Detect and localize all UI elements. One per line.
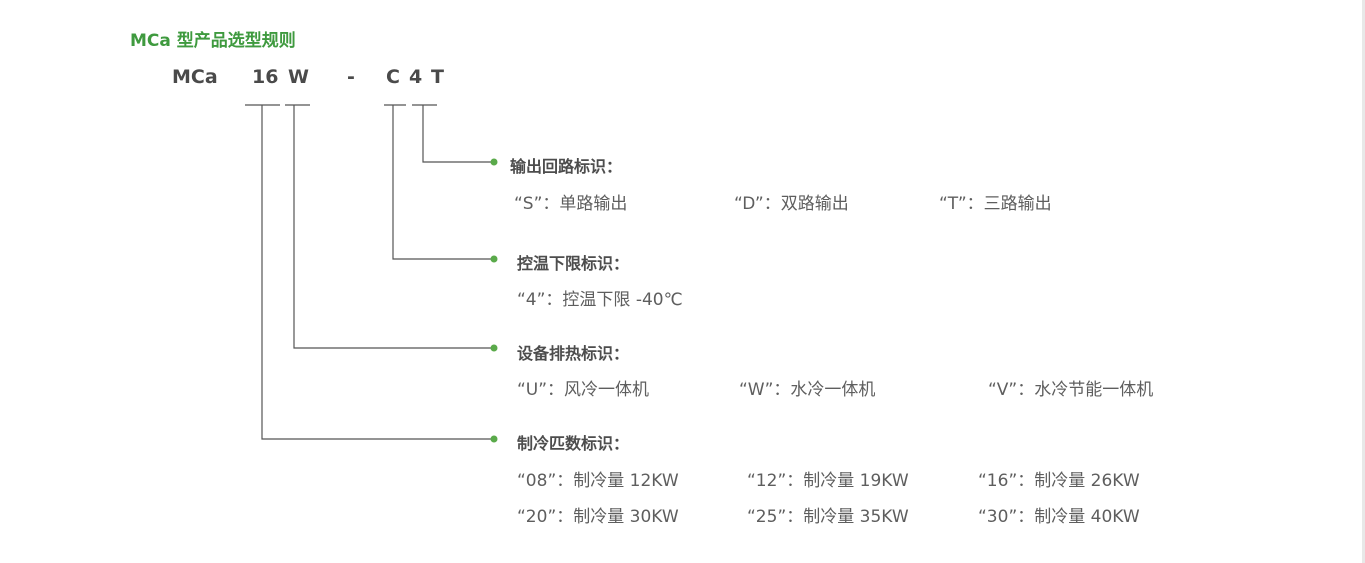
code-series: MCa xyxy=(172,66,218,88)
option-item: “T”：三路输出 xyxy=(939,194,1052,214)
page-title: MCa 型产品选型规则 xyxy=(130,31,296,51)
option-item: “20”：制冷量 30KW xyxy=(517,507,679,527)
option-item: “25”：制冷量 35KW xyxy=(747,507,909,527)
option-item: “V”：水冷节能一体机 xyxy=(988,380,1154,400)
dot-output xyxy=(490,158,498,166)
dot-capacity xyxy=(490,435,498,443)
connector-cooling xyxy=(293,105,493,349)
code-output: T xyxy=(431,66,444,88)
code-temp: 4 xyxy=(409,66,423,88)
code-dash: - xyxy=(347,66,355,88)
code-type: C xyxy=(386,66,400,88)
connector-capacity xyxy=(261,105,493,440)
section-title-cooling: 设备排热标识： xyxy=(517,344,630,363)
dot-cooling xyxy=(490,344,498,352)
scrollbar-track[interactable] xyxy=(1362,0,1365,563)
option-item: “4”：控温下限 -40℃ xyxy=(517,290,683,310)
option-item: “S”：单路输出 xyxy=(514,194,628,214)
dot-temp xyxy=(490,255,498,263)
option-item: “D”：双路输出 xyxy=(734,194,849,214)
code-cooling: W xyxy=(288,66,309,88)
option-item: “W”：水冷一体机 xyxy=(739,380,876,400)
code-capacity: 16 xyxy=(252,66,279,88)
option-item: “16”：制冷量 26KW xyxy=(978,471,1140,491)
section-title-temp: 控温下限标识： xyxy=(517,254,630,273)
option-item: “U”：风冷一体机 xyxy=(517,380,650,400)
option-item: “12”：制冷量 19KW xyxy=(747,471,909,491)
connector-temp xyxy=(392,105,493,260)
connector-output xyxy=(422,105,493,163)
section-title-capacity: 制冷匹数标识： xyxy=(517,434,630,453)
section-title-output: 输出回路标识： xyxy=(510,157,623,176)
option-item: “08”：制冷量 12KW xyxy=(517,471,679,491)
option-item: “30”：制冷量 40KW xyxy=(978,507,1140,527)
